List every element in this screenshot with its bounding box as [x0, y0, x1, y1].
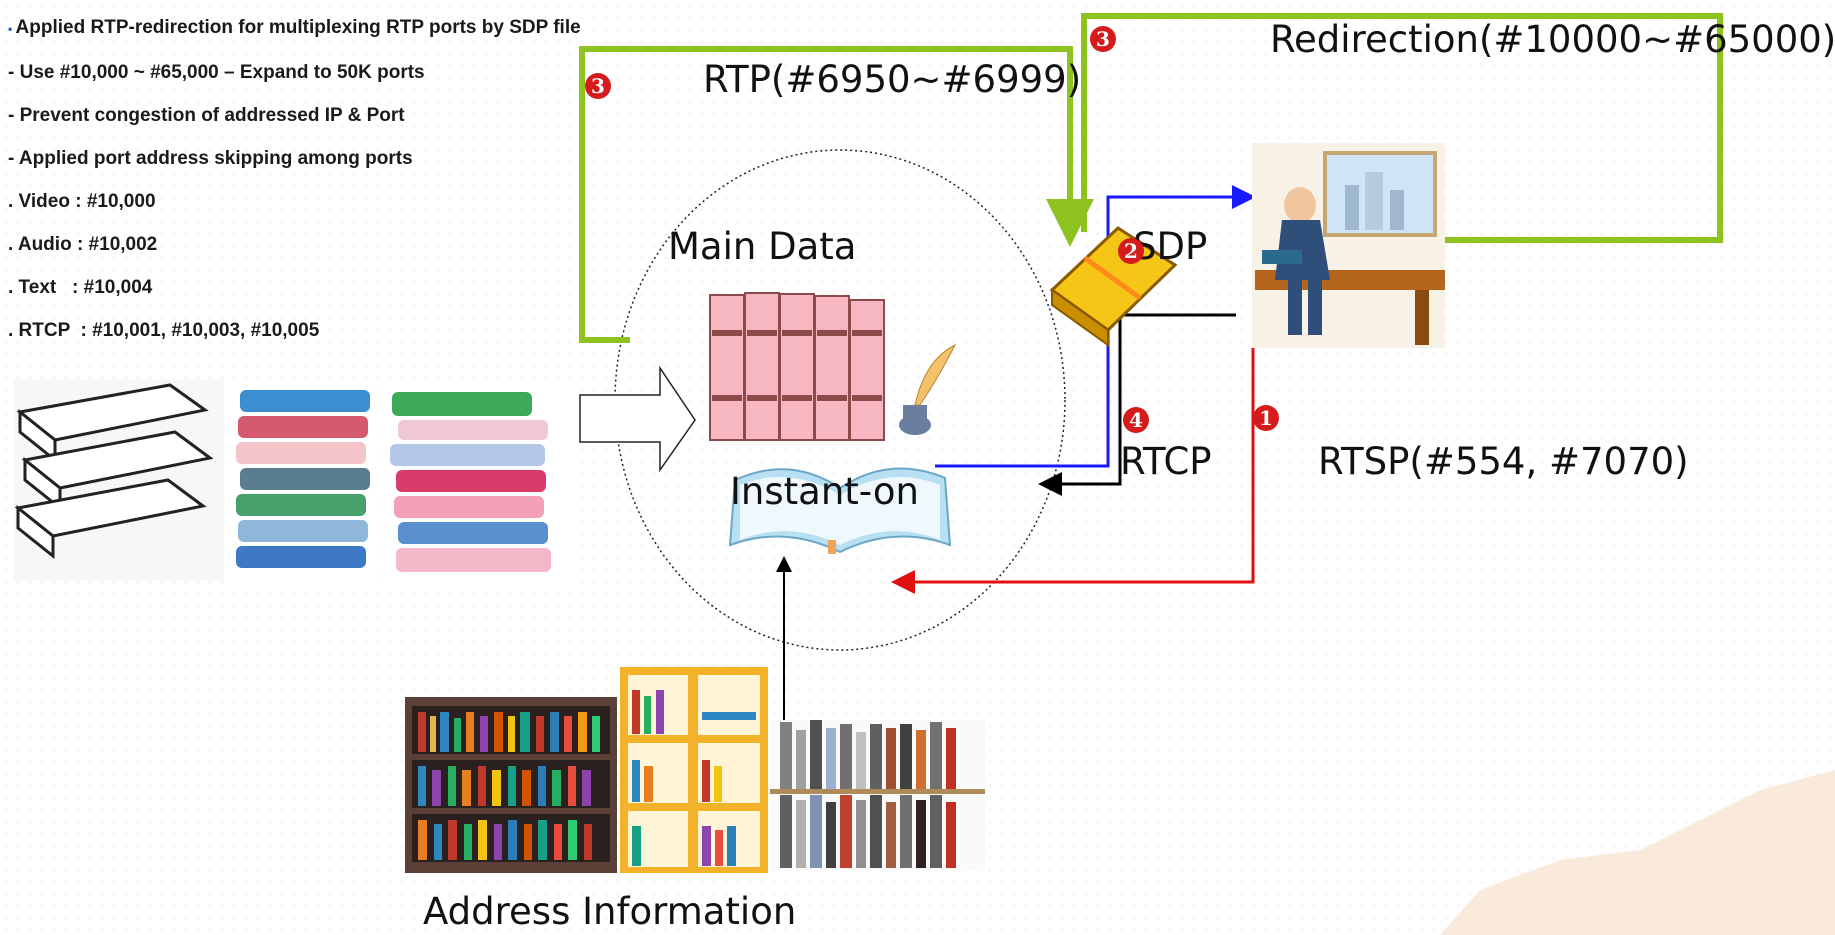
rtsp-label: RTSP(#554, #7070) — [1318, 440, 1689, 483]
step-badge-3: 3 — [1090, 26, 1116, 52]
open-book-quill-icon — [728, 467, 952, 554]
books-stack-icon — [14, 380, 224, 580]
bookshelf-icon — [620, 667, 768, 873]
bullet-line: - Prevent congestion of addressed IP & P… — [8, 105, 405, 126]
step-badge-3: 3 — [585, 73, 611, 99]
address-information-label: Address Information — [423, 890, 797, 933]
bullet-title: • Applied RTP-redirection for multiplexi… — [8, 17, 581, 38]
bookshelf-icon — [770, 720, 985, 870]
rtsp-red-path — [891, 348, 1255, 594]
main-data-books-icon — [709, 292, 885, 441]
bullet-line: - Use #10,000 ~ #65,000 – Expand to 50K … — [8, 62, 425, 83]
hollow-arrow — [579, 365, 696, 473]
sdp-label: SDP — [1133, 225, 1208, 268]
bullet-line: . Audio : #10,002 — [8, 234, 158, 255]
bullet-list: • Applied RTP-redirection for multiplexi… — [8, 6, 581, 352]
bullet-line: - Applied port address skipping among po… — [8, 148, 413, 169]
step-badge-2: 2 — [1118, 238, 1144, 264]
main-data-label: Main Data — [668, 225, 857, 268]
sdp-book-icon — [1049, 226, 1178, 347]
rtcp-black-path — [1038, 313, 1236, 496]
decorative-corner-shape — [1440, 770, 1835, 935]
books-stack-icon — [228, 380, 378, 590]
rtp-label: RTP(#6950~#6999) — [703, 58, 1082, 101]
rtp-green-path — [579, 46, 1094, 343]
instant-on-label: Instant-on — [730, 470, 919, 513]
bookshelf-icon — [405, 697, 617, 873]
redirection-label: Redirection(#10000~#65000) — [1270, 18, 1835, 61]
ink-quill-icon — [899, 343, 957, 435]
step-badge-1: 1 — [1253, 405, 1279, 431]
books-stack-icon — [382, 380, 572, 590]
bullet-line: . Video : #10,000 — [8, 191, 156, 212]
rtcp-label: RTCP — [1120, 440, 1212, 483]
bullet-line: . Text : #10,004 — [8, 277, 153, 298]
businessman-at-desk-icon — [1252, 143, 1445, 348]
step-badge-4: 4 — [1123, 407, 1149, 433]
redirection-green-path — [1081, 13, 1723, 264]
bullet-line: . RTCP : #10,001, #10,003, #10,005 — [8, 320, 320, 341]
